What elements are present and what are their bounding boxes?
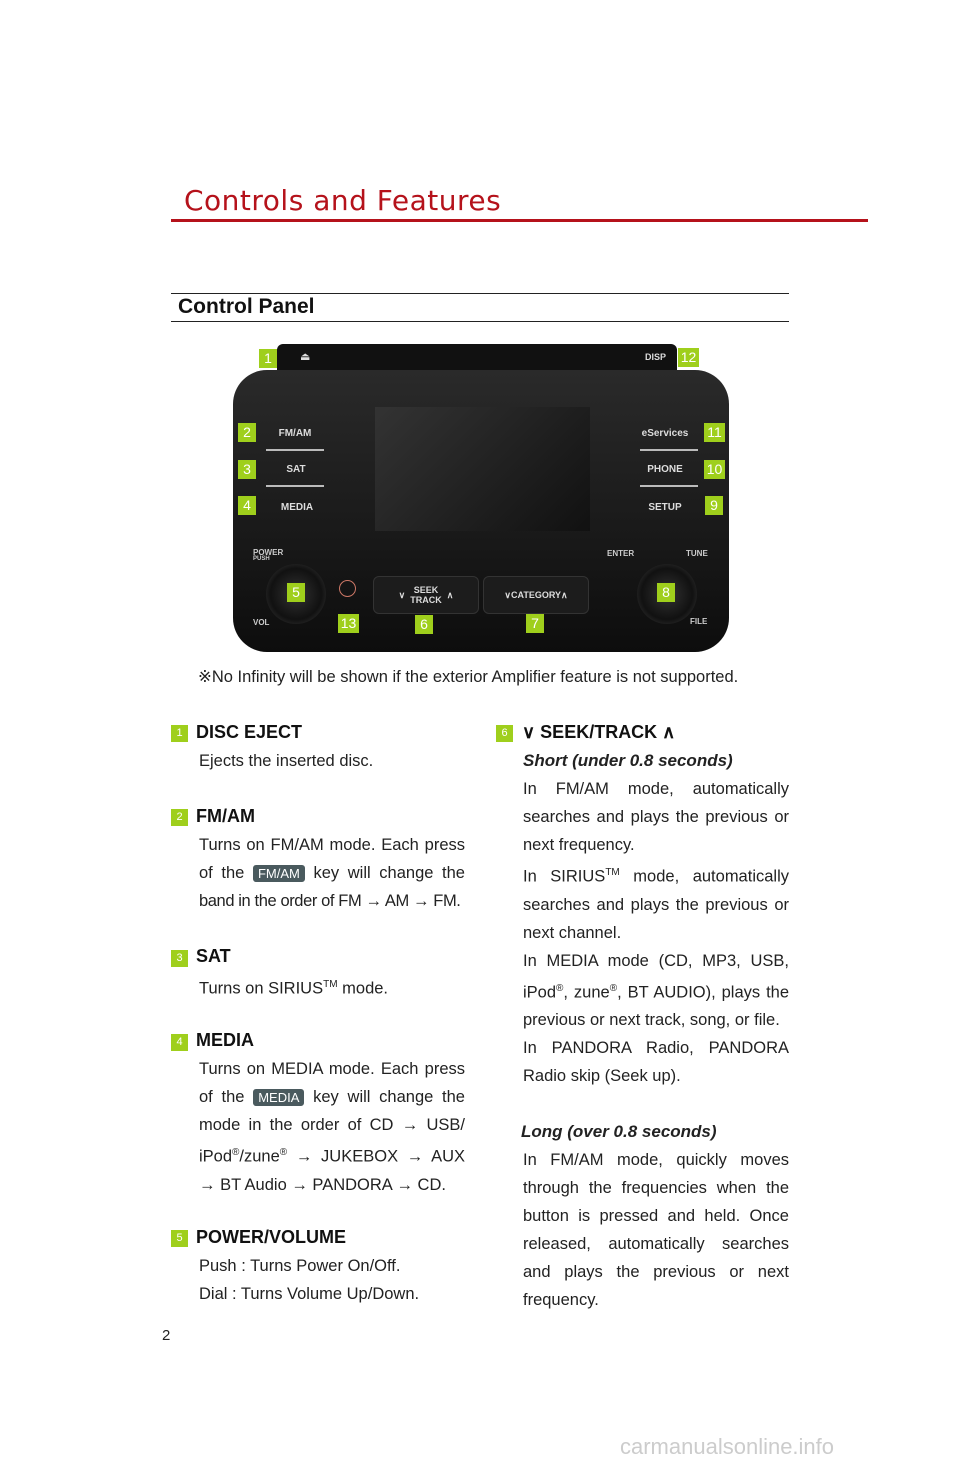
file-label: FILE [690,617,708,626]
item-text: Turns on MEDIA mode. Each press of the M… [199,1060,465,1194]
eject-icon: ⏏ [300,351,311,363]
item-badge: 6 [496,725,513,742]
item-text: Push : Turns Power On/Off.Dial : Turns V… [199,1257,420,1303]
disp-button: DISP [645,352,667,362]
fmam-key: FM/AM [252,865,305,882]
item-title: POWER/VOLUME [196,1227,347,1247]
callout-3: 3 [238,460,256,479]
phone-button: PHONE [647,464,683,475]
setup-button: SETUP [648,502,682,513]
aux-jack [339,580,356,597]
callout-4: 4 [238,496,256,515]
item-title: MEDIA [196,1030,254,1050]
push-label: PUSH [253,556,270,562]
callout-8: 8 [657,583,675,602]
tune-label: TUNE [686,549,708,558]
callout-13: 13 [338,614,359,633]
item-text: Ejects the inserted disc. [199,752,374,770]
enter-label: ENTER [607,549,635,558]
item-title: FM/AM [196,806,255,826]
section-rule-bottom [171,321,789,322]
fmam-button: FM/AM [278,428,312,439]
media-button: MEDIA [280,502,314,513]
watermark: carmanualsonline.info [620,1434,835,1459]
eservices-button: eServices [641,428,689,439]
page-number: 2 [162,1327,171,1344]
category-rocker: ∨CATEGORY∧ [483,576,589,614]
section-title: Control Panel [178,295,315,318]
media-key: MEDIA [253,1089,305,1106]
callout-7: 7 [526,614,544,633]
amplifier-note: ※No Infinity will be shown if the exteri… [198,668,739,686]
item-badge: 4 [171,1034,188,1051]
callout-12: 12 [678,348,699,367]
item-title: ∨ SEEK/TRACK ∧ [522,722,676,742]
display-screen [375,407,590,531]
item-text: Turns on FM/AM mode. Each press of the F… [199,836,465,910]
item-title: SAT [196,946,231,966]
callout-5: 5 [287,583,305,602]
callout-2: 2 [238,423,256,442]
callout-11: 11 [704,423,725,442]
disc-slot [277,344,677,372]
sat-button: SAT [286,464,306,475]
item-badge: 5 [171,1230,188,1247]
title-rule [171,219,868,222]
vol-label: VOL [253,618,270,627]
page-title: Controls and Features [184,184,502,217]
item-text: Turns on SIRIUSTM mode. [199,979,389,998]
callout-9: 9 [705,496,723,515]
callout-6: 6 [415,615,433,634]
section-rule-top [171,293,789,294]
callout-10: 10 [704,460,725,479]
item-text: Short (under 0.8 seconds) In FM/AM mode,… [521,751,790,1309]
callout-1: 1 [259,349,277,368]
power-label: POWER [253,548,284,557]
item-title: DISC EJECT [196,722,303,742]
item-badge: 3 [171,950,188,967]
item-badge: 2 [171,809,188,826]
item-badge: 1 [171,725,188,742]
